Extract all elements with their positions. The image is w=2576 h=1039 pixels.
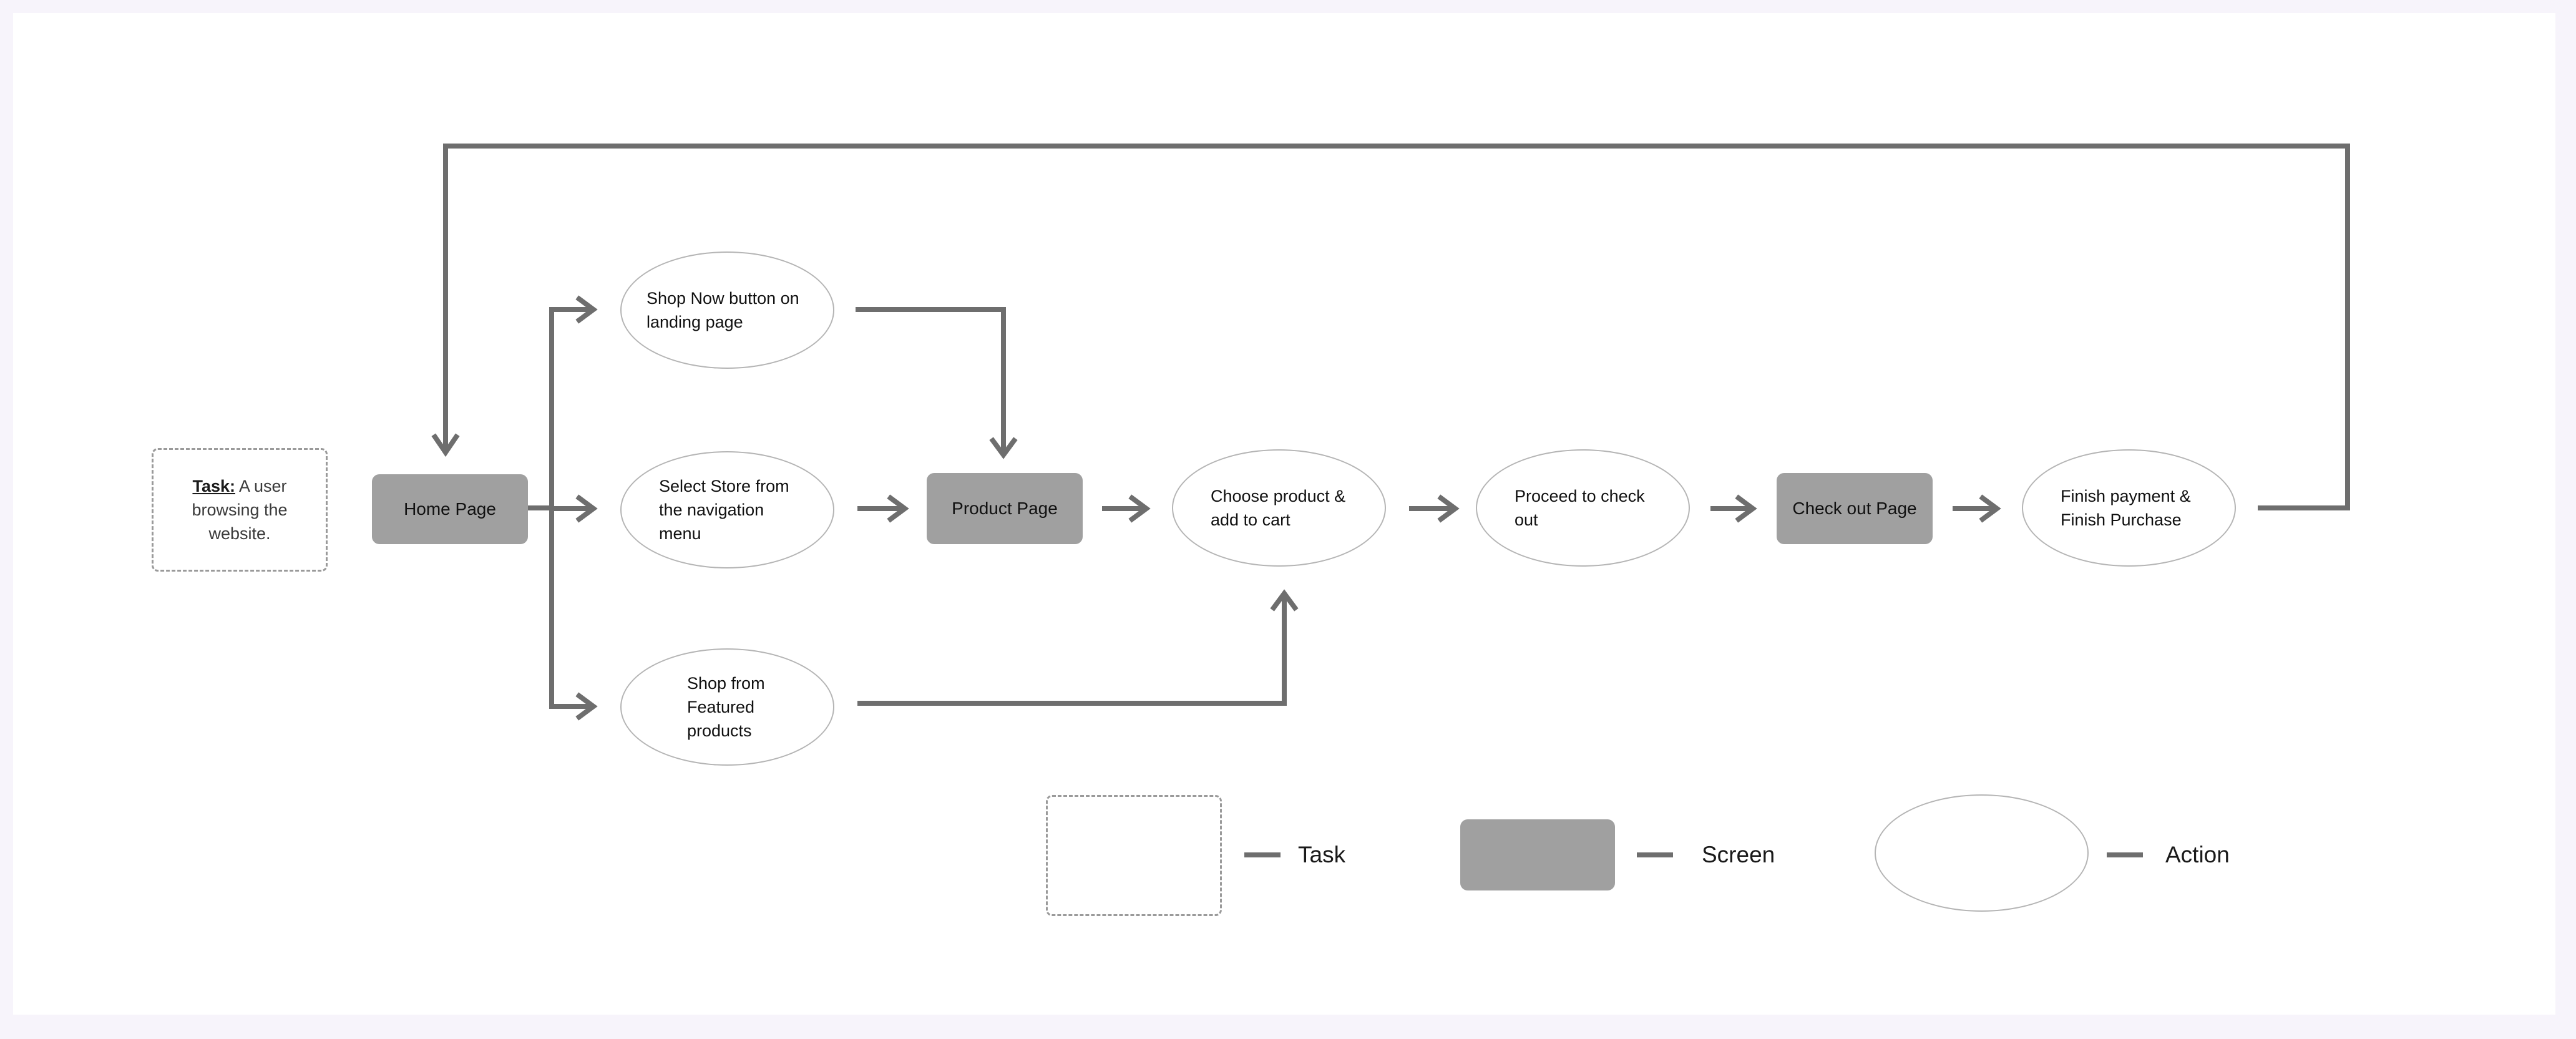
shop-now-to-product-arrowhead — [989, 437, 1018, 459]
screen-checkout-page-label: Check out Page — [1792, 499, 1917, 518]
legend-task-swatch — [1046, 795, 1222, 916]
screen-home-page-label: Home Page — [404, 499, 496, 519]
action-choose-product-label: Choose product & add to cart — [1211, 487, 1346, 529]
action-finish-purchase-label: Finish payment & Finish Purchase — [2061, 487, 2191, 529]
task-box: Task: A user browsing the website. — [152, 448, 328, 572]
choose-to-proceed-arrowhead — [1437, 494, 1460, 523]
action-select-store: Select Store from the navigation menu — [620, 451, 834, 568]
screen-home-page: Home Page — [372, 474, 528, 544]
legend-screen-label: Screen — [1702, 842, 1775, 867]
action-featured-products-label: Shop from Featured products — [687, 674, 765, 740]
legend-action-label: Action — [2165, 842, 2230, 867]
action-proceed-checkout-label: Proceed to check out — [1515, 487, 1645, 529]
product-to-choose-arrowhead — [1128, 494, 1151, 523]
screen-checkout-page: Check out Page — [1777, 473, 1933, 544]
checkout-to-finish-arrowhead — [1979, 494, 2001, 523]
action-select-store-label: Select Store from the navigation menu — [659, 477, 789, 543]
action-shop-now-label: Shop Now button on landing page — [646, 289, 799, 331]
branch-to-shop-now-arrowhead — [575, 295, 598, 324]
return-loop-line — [443, 144, 2350, 510]
action-finish-purchase: Finish payment & Finish Purchase — [2022, 449, 2236, 567]
task-description: Task: A user browsing the website. — [166, 474, 313, 545]
select-store-to-product-arrowhead — [887, 494, 909, 523]
screen-product-page: Product Page — [927, 473, 1083, 544]
return-loop-arrowhead — [431, 433, 460, 457]
featured-to-choose-line — [857, 595, 1287, 706]
branch-to-select-store-arrowhead — [575, 494, 598, 523]
action-shop-now: Shop Now button on landing page — [620, 251, 834, 369]
action-proceed-checkout: Proceed to check out — [1476, 449, 1690, 567]
featured-to-choose-arrowhead — [1270, 589, 1299, 612]
legend-screen-swatch — [1460, 819, 1615, 890]
action-featured-products: Shop from Featured products — [620, 648, 834, 766]
task-lead-label: Task: — [192, 477, 235, 495]
shop-now-to-product-line — [856, 307, 1006, 453]
screen-product-page-label: Product Page — [952, 499, 1058, 518]
task-text: A user browsing the website. — [192, 477, 288, 543]
action-choose-product: Choose product & add to cart — [1172, 449, 1386, 567]
branch-to-featured-arrowhead — [575, 692, 598, 721]
proceed-to-checkout-arrowhead — [1735, 494, 1757, 523]
legend-action-swatch — [1875, 794, 2089, 912]
legend-task-label: Task — [1298, 842, 1346, 867]
